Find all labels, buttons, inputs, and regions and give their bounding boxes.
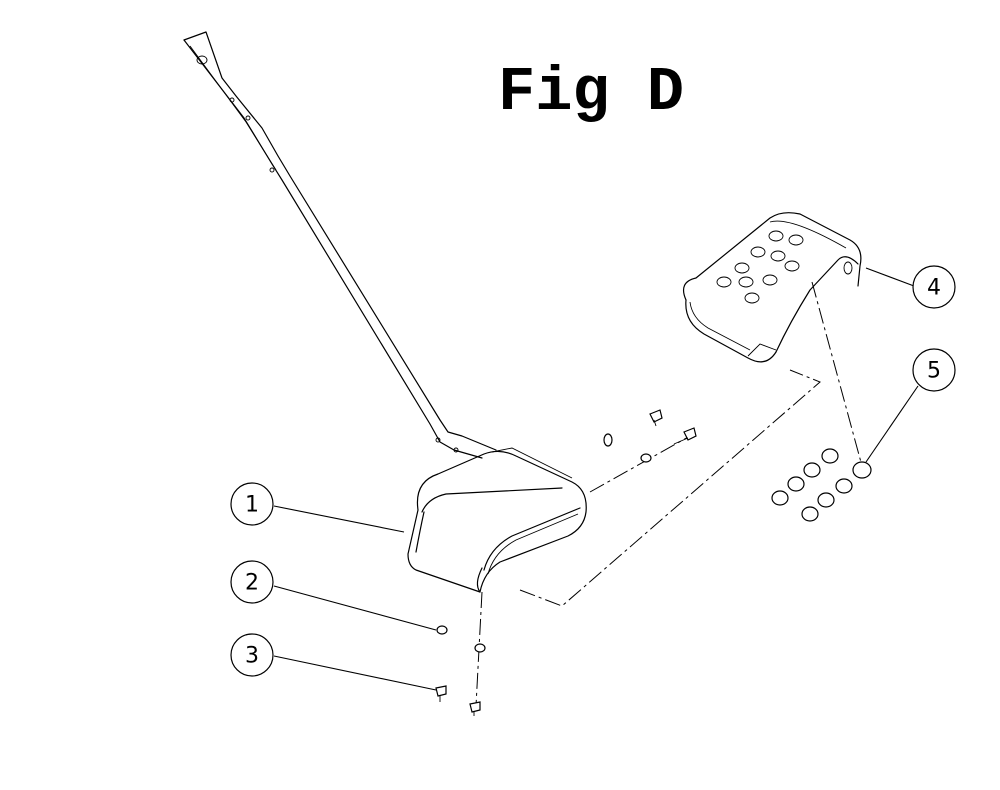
- balloon-4-label: 4: [927, 276, 941, 301]
- balloon-5: 5: [912, 348, 956, 392]
- footplate-holes: [716, 230, 804, 304]
- balloon-2: 2: [230, 560, 274, 604]
- balloon-3-label: 3: [245, 644, 259, 669]
- footplate: [683, 212, 862, 363]
- box-fasteners: [435, 409, 697, 716]
- balloon-5-label: 5: [927, 359, 941, 384]
- figure-title: Fig D: [498, 57, 685, 128]
- pedal-box: [407, 447, 587, 593]
- balloon-1: 1: [230, 482, 274, 526]
- balloon-1-label: 1: [245, 493, 259, 518]
- lock-nuts: [771, 448, 872, 522]
- leader-lines: [273, 267, 919, 691]
- balloon-2-label: 2: [245, 571, 259, 596]
- assembly-center-lines: [475, 281, 863, 707]
- pedal-arm: [183, 31, 497, 459]
- balloon-4: 4: [912, 265, 956, 309]
- balloon-3: 3: [230, 633, 274, 677]
